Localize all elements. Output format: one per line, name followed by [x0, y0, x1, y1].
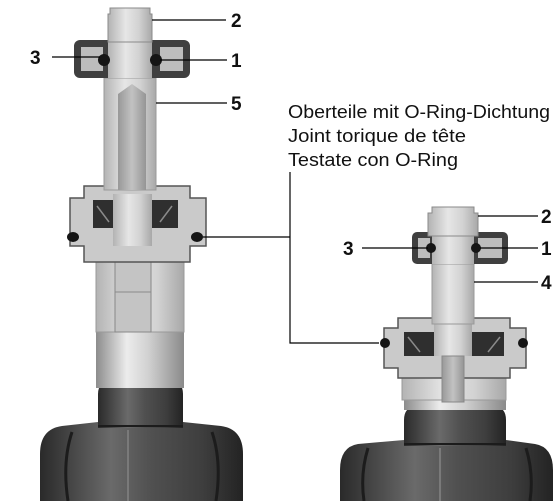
- leader-caption-right-o-ring: [289, 172, 379, 344]
- caption-line-de: Oberteile mit O-Ring-Dichtung: [288, 102, 550, 122]
- leader-lines: [52, 19, 538, 344]
- right-handwheel-lobe-line: [361, 447, 370, 501]
- right-ring-o-ring: [471, 243, 481, 253]
- right-handwheel: [340, 407, 553, 501]
- label-left-top-stem: 2: [231, 11, 242, 32]
- label-left-spindle: 5: [231, 94, 242, 115]
- left-ring-section: [81, 47, 103, 71]
- caption-line-fr: Joint torique de tête: [288, 126, 466, 146]
- left-handwheel-hub: [98, 381, 183, 428]
- left-handwheel-wings: [40, 422, 243, 501]
- right-thread-cylinder: [404, 398, 506, 410]
- right-bonnet-seal-detail: [407, 336, 501, 353]
- left-handwheel-lobe-line: [210, 431, 220, 501]
- left-o-ring-left: [67, 232, 79, 242]
- right-ring-o-ring: [426, 243, 436, 253]
- right-handwheel-hub: [404, 407, 506, 446]
- right-top-stem: [427, 206, 479, 237]
- left-ring-o-ring: [150, 54, 162, 66]
- part-labels: 2 3 1 5 2 3 1 4: [30, 11, 552, 294]
- left-headpart: [40, 7, 243, 501]
- label-left-ring-right: 1: [231, 51, 242, 72]
- right-headpart: [340, 206, 553, 501]
- right-inner-spindle: [441, 355, 465, 403]
- left-handwheel-lobe-line: [64, 431, 74, 501]
- left-handwheel: [40, 381, 243, 501]
- left-ring-stem-pass: [108, 40, 152, 78]
- label-right-stem: 4: [541, 273, 552, 294]
- left-ring-o-ring: [98, 54, 110, 66]
- label-right-ring-right: 1: [541, 239, 552, 260]
- right-o-ring-right: [518, 338, 528, 348]
- left-spindle-bore: [118, 84, 146, 190]
- right-stem-through-bonnet: [434, 324, 472, 356]
- label-right-ring-left: 3: [343, 239, 354, 260]
- caption: Oberteile mit O-Ring-Dichtung Joint tori…: [288, 102, 550, 170]
- left-ring-section: [160, 47, 183, 71]
- right-o-ring-left: [380, 338, 390, 348]
- left-top-stem: [107, 7, 153, 43]
- left-bonnet-seal-detail: [96, 205, 173, 223]
- caption-line-it: Testate con O-Ring: [288, 150, 458, 170]
- right-ring-stem-pass: [432, 232, 474, 264]
- left-spindle-through-bonnet: [113, 194, 152, 246]
- label-right-top-stem: 2: [541, 207, 552, 228]
- left-o-ring-right: [191, 232, 203, 242]
- right-handwheel-wings: [340, 440, 553, 501]
- left-thread-cylinder: [96, 332, 184, 388]
- label-left-ring-left: 3: [30, 48, 41, 69]
- right-stem: [431, 263, 475, 325]
- right-handwheel-lobe-line: [524, 447, 533, 501]
